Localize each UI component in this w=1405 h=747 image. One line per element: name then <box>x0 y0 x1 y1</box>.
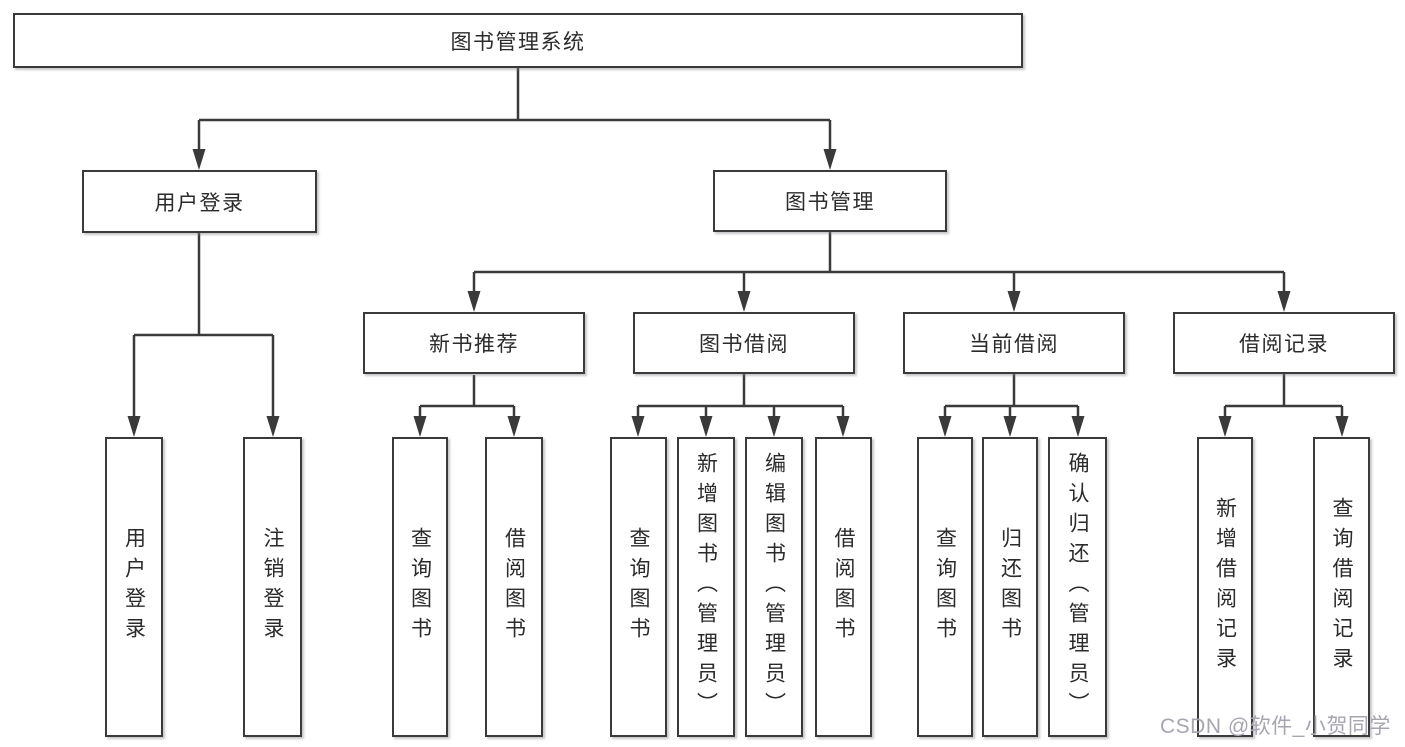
connector-current-borrow-split <box>943 374 1080 417</box>
node-label: 新书推荐 <box>429 333 519 356</box>
node-root-system: 图书管理系统 <box>13 13 1023 68</box>
arrow-heads-sections <box>467 291 1291 312</box>
leaf-borrow-query-books: 查询图书 <box>610 437 667 737</box>
node-label: 图书借阅 <box>699 333 789 356</box>
connector-root-split <box>197 68 832 150</box>
arrow-heads-borrow-records <box>1218 416 1349 437</box>
node-root-label: 图书管理系统 <box>450 30 586 54</box>
node-book-borrowing: 图书借阅 <box>633 312 855 374</box>
node-borrowing-records: 借阅记录 <box>1173 312 1395 374</box>
connector-book-borrow-split <box>636 374 845 417</box>
node-user-login-branch: 用户登录 <box>82 170 317 233</box>
connector-borrow-records-split <box>1223 374 1344 417</box>
leaf-label: 注销登录 <box>261 527 284 647</box>
leaf-records-query-record: 查询借阅记录 <box>1313 437 1370 737</box>
leaf-borrow-add-books-admin: 新增图书（管理员） <box>677 437 735 737</box>
csdn-watermark: CSDN @软件_小贺同学 <box>1160 715 1391 738</box>
leaf-borrow-borrow-books: 借阅图书 <box>815 437 872 737</box>
node-book-management: 图书管理 <box>713 170 947 232</box>
node-current-borrowing: 当前借阅 <box>903 312 1125 374</box>
leaf-current-confirm-return-admin: 确认归还（管理员） <box>1048 437 1107 737</box>
node-label: 借阅记录 <box>1239 333 1329 356</box>
arrow-heads-current-borrow <box>938 416 1085 437</box>
node-label: 当前借阅 <box>969 333 1059 356</box>
leaf-label: 编辑图书（管理员） <box>762 452 786 722</box>
leaf-logout: 注销登录 <box>243 437 302 737</box>
leaf-label: 借阅图书 <box>502 527 526 647</box>
leaf-label: 查询借阅记录 <box>1330 497 1353 677</box>
leaf-records-add-record: 新增借阅记录 <box>1197 437 1253 737</box>
leaf-label: 新增图书（管理员） <box>694 452 718 722</box>
leaf-label: 用户登录 <box>122 527 146 647</box>
leaf-label: 归还图书 <box>998 527 1022 647</box>
arrow-heads-book-borrow <box>631 416 850 437</box>
arrow-heads-user-login <box>127 416 280 437</box>
arrow-heads-new-book <box>413 416 521 437</box>
arrow-heads-level1 <box>192 149 837 170</box>
connector-new-book-split <box>418 375 516 417</box>
connector-user-login-split <box>132 233 275 417</box>
leaf-newbook-query-books: 查询图书 <box>392 437 448 737</box>
node-label: 图书管理 <box>785 191 875 214</box>
node-new-book-recommend: 新书推荐 <box>363 312 585 374</box>
leaf-label: 确认归还（管理员） <box>1066 452 1089 722</box>
leaf-current-return-books: 归还图书 <box>982 437 1038 737</box>
leaf-label: 查询图书 <box>627 527 650 647</box>
leaf-user-login: 用户登录 <box>105 437 163 737</box>
leaf-current-query-books: 查询图书 <box>917 437 973 737</box>
leaf-label: 查询图书 <box>408 527 432 647</box>
leaf-label: 新增借阅记录 <box>1213 497 1237 677</box>
leaf-borrow-edit-books-admin: 编辑图书（管理员） <box>745 437 803 737</box>
leaf-label: 查询图书 <box>933 527 957 647</box>
connector-book-management-split <box>472 232 1286 292</box>
leaf-newbook-borrow-books: 借阅图书 <box>485 437 543 737</box>
node-label: 用户登录 <box>154 191 245 215</box>
leaf-label: 借阅图书 <box>832 527 855 647</box>
